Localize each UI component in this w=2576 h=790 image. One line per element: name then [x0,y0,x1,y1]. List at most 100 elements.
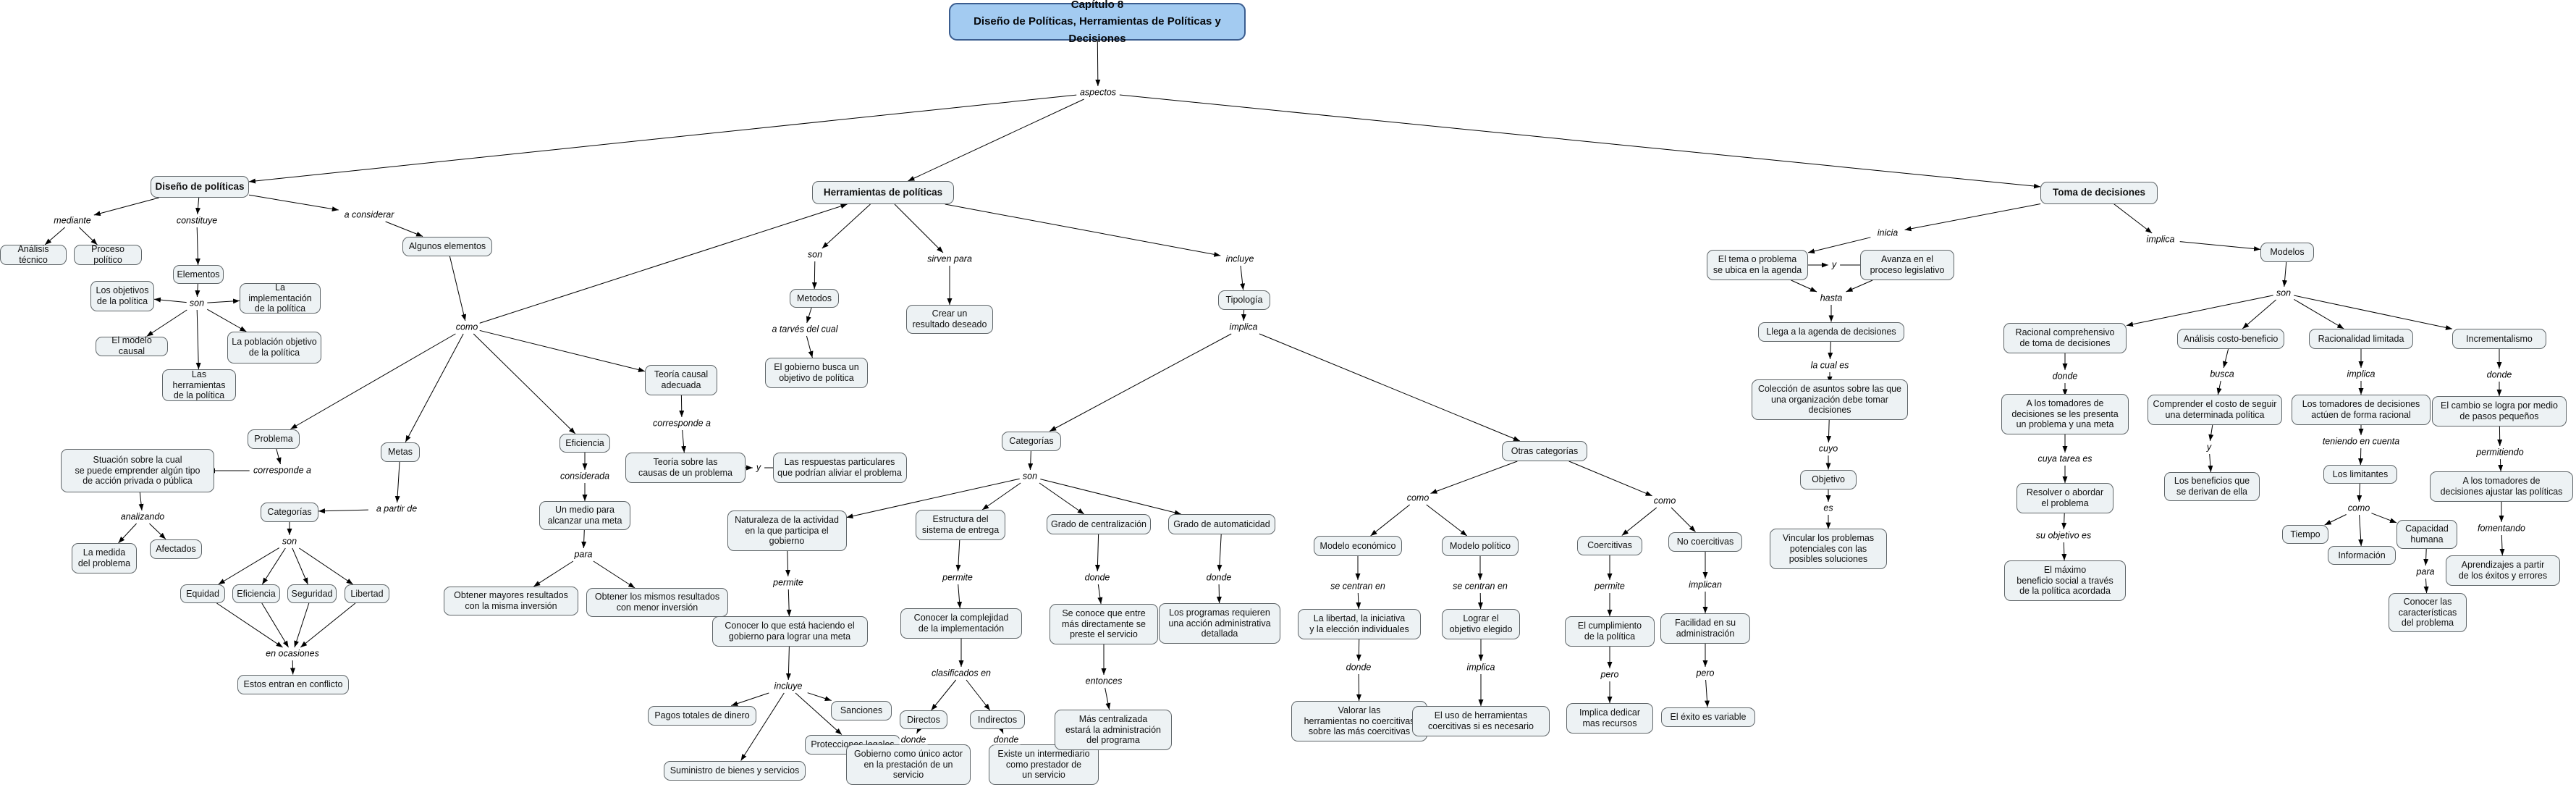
link-label-pero1[interactable]: pero [1599,669,1621,680]
concept-node-valorar[interactable]: Valorar las herramientas no coercitivas … [1291,701,1427,741]
link-label-y1[interactable]: y [754,462,763,473]
concept-node-programas[interactable]: Los programas requieren una acción admin… [1159,603,1280,644]
concept-node-aprendizajes[interactable]: Aprendizajes a partir de los éxitos y er… [2446,555,2560,586]
concept-node-herrpol[interactable]: Las herramientas de la política [162,369,236,401]
link-label-como1[interactable]: como [454,322,480,332]
concept-node-eficiencia2[interactable]: Eficiencia [232,584,280,603]
link-label-donde3[interactable]: donde [1083,572,1112,583]
concept-node-suministro[interactable]: Suministro de bienes y servicios [664,760,806,781]
concept-node-toma[interactable]: Toma de decisiones [2040,181,2158,204]
concept-node-modelocausal[interactable]: El modelo causal [96,335,168,356]
link-label-aconsiderar[interactable]: a considerar [342,209,396,220]
concept-node-facilidad[interactable]: Facilidad en su administración [1660,613,1750,644]
concept-node-informacion[interactable]: Información [2328,546,2396,565]
concept-node-ajustar[interactable]: A los tomadores de decisiones ajustar la… [2430,471,2573,502]
link-label-son5[interactable]: son [2274,287,2293,298]
concept-node-nocoercitivas[interactable]: No coercitivas [1668,531,1742,552]
concept-node-teoriacausal[interactable]: Teoría causal adecuada [645,365,717,395]
concept-node-modelopol[interactable]: Modelo político [1442,536,1519,556]
link-label-apartirde[interactable]: a partir de [374,503,419,514]
concept-node-implementacion[interactable]: La implementación de la política [240,282,321,314]
concept-node-medida[interactable]: La medida del problema [72,543,137,573]
concept-node-coercitivas[interactable]: Coercitivas [1577,535,1642,555]
concept-node-costobeneficio[interactable]: Análisis costo-beneficio [2177,329,2284,349]
concept-node-diseno[interactable]: Diseño de políticas [151,176,249,198]
link-label-clasificados[interactable]: clasificados en [930,668,992,678]
link-label-implican[interactable]: implican [1687,579,1723,590]
link-label-considerada[interactable]: considerada [558,471,612,482]
concept-node-vincular[interactable]: Vincular los problemas potenciales con l… [1770,529,1887,569]
concept-node-analisis[interactable]: Análisis técnico [0,244,67,265]
concept-node-medio[interactable]: Un medio para alcanzar una meta [539,501,630,530]
link-label-y2[interactable]: y [1830,259,1838,270]
concept-node-usoherr[interactable]: El uso de herramientas coercitivas si es… [1412,706,1550,736]
concept-node-gobiernounico[interactable]: Gobierno como único actor en la prestaci… [846,744,971,785]
concept-node-otras[interactable]: Otras categorías [1502,441,1587,461]
concept-node-tiempo[interactable]: Tiempo [2282,525,2328,544]
link-label-cuyo[interactable]: cuyo [1817,443,1840,454]
concept-node-racional[interactable]: Racional comprehensivo de toma de decisi… [2003,323,2127,353]
concept-node-exito[interactable]: El éxito es variable [1661,707,1755,727]
concept-node-pagos[interactable]: Pagos totales de dinero [648,705,756,726]
link-label-para1[interactable]: para [573,549,594,560]
concept-node-maximo[interactable]: El máximo beneficio social a través de l… [2004,560,2126,601]
link-label-implica5[interactable]: implica [2345,369,2377,379]
link-label-pero2[interactable]: pero [1694,668,1716,678]
concept-node-categorias2[interactable]: Categorías [1002,431,1061,451]
link-label-como2[interactable]: como [1405,492,1431,503]
link-label-corresponde1[interactable]: corresponde a [252,465,313,476]
link-label-permite1[interactable]: permite [772,577,805,588]
concept-node-conocerque[interactable]: Conocer lo que está haciendo el gobierno… [711,616,868,647]
concept-node-llega[interactable]: Llega a la agenda de decisiones [1758,322,1904,342]
link-label-corresponde2[interactable]: corresponde a [651,418,712,429]
link-label-donde7[interactable]: donde [2485,369,2514,380]
link-label-donde4[interactable]: donde [1204,572,1233,583]
concept-node-situacion[interactable]: Stuación sobre la cual se puede emprende… [61,449,214,492]
link-label-implica3[interactable]: implica [1465,662,1497,673]
link-label-para2[interactable]: para [2415,566,2436,577]
link-label-atraves[interactable]: a tarvés del cual [770,324,840,335]
concept-node-indirectos[interactable]: Indirectos [970,710,1025,729]
link-label-secentran1[interactable]: se centran en [1329,581,1387,592]
link-label-entonces[interactable]: entonces [1084,676,1124,686]
concept-node-obtener2[interactable]: Obtener los mismos resultados con menor … [586,588,728,617]
link-label-incluye1[interactable]: incluye [1224,253,1256,264]
link-label-donde5[interactable]: donde [1344,662,1373,673]
concept-node-naturaleza[interactable]: Naturaleza de la actividad en la que par… [727,510,847,551]
concept-node-tipologia[interactable]: Tipología [1218,290,1270,310]
link-label-analizando[interactable]: analizando [119,511,166,522]
concept-node-categorias1[interactable]: Categorías [261,502,318,522]
concept-node-elementos[interactable]: Elementos [173,265,224,284]
concept-node-capacidad[interactable]: Capacidad humana [2396,520,2457,549]
concept-node-limitantes[interactable]: Los limitantes [2323,465,2397,484]
concept-node-intermediario[interactable]: Existe un intermediario como prestador d… [989,744,1099,785]
link-label-aspectos[interactable]: aspectos [1078,87,1118,98]
concept-node-conflicto[interactable]: Estos entran en conflicto [237,674,349,694]
concept-node-poblacion[interactable]: La población objetivo de la política [227,332,321,364]
link-label-permite2[interactable]: permite [941,572,974,583]
concept-node-teoriasobre[interactable]: Teoría sobre las causas de un problema [625,453,746,483]
link-label-teniendo[interactable]: teniendo en cuenta [2320,436,2402,447]
concept-node-equidad[interactable]: Equidad [180,584,225,603]
link-label-busca[interactable]: busca [2208,369,2236,379]
link-label-secentran2[interactable]: se centran en [1451,581,1509,592]
concept-node-libertadini[interactable]: La libertad, la iniciativa y la elección… [1298,609,1421,639]
concept-node-seconoce[interactable]: Se conoce que entre más directamente se … [1050,604,1158,644]
concept-node-beneficios[interactable]: Los beneficios que se derivan de ella [2164,472,2260,501]
link-label-hasta[interactable]: hasta [1818,293,1844,303]
concept-node-crear[interactable]: Crear un resultado deseado [906,305,993,334]
concept-node-cambio[interactable]: El cambio se logra por medio de pasos pe… [2432,396,2567,426]
link-label-constituye[interactable]: constituye [174,215,219,226]
concept-node-tomadores1[interactable]: A los tomadores de decisiones se les pre… [2001,394,2129,434]
link-label-y3[interactable]: y [2205,442,2213,453]
link-label-sirvenpara[interactable]: sirven para [926,253,974,264]
link-label-incluye2[interactable]: incluye [772,681,804,692]
link-label-inicia[interactable]: inicia [1875,227,1900,238]
concept-node-mascentralizada[interactable]: Más centralizada estará la administració… [1055,710,1172,750]
concept-node-seguridad[interactable]: Seguridad [287,584,337,603]
concept-node-lograr[interactable]: Lograr el objetivo elegido [1442,609,1520,639]
link-label-son1[interactable]: son [187,298,206,308]
concept-node-estructura[interactable]: Estructura del sistema de entrega [916,510,1005,540]
concept-node-incrementalismo[interactable]: Incrementalismo [2452,329,2546,349]
concept-node-dedicar[interactable]: Implica dedicar mas recursos [1566,703,1653,734]
